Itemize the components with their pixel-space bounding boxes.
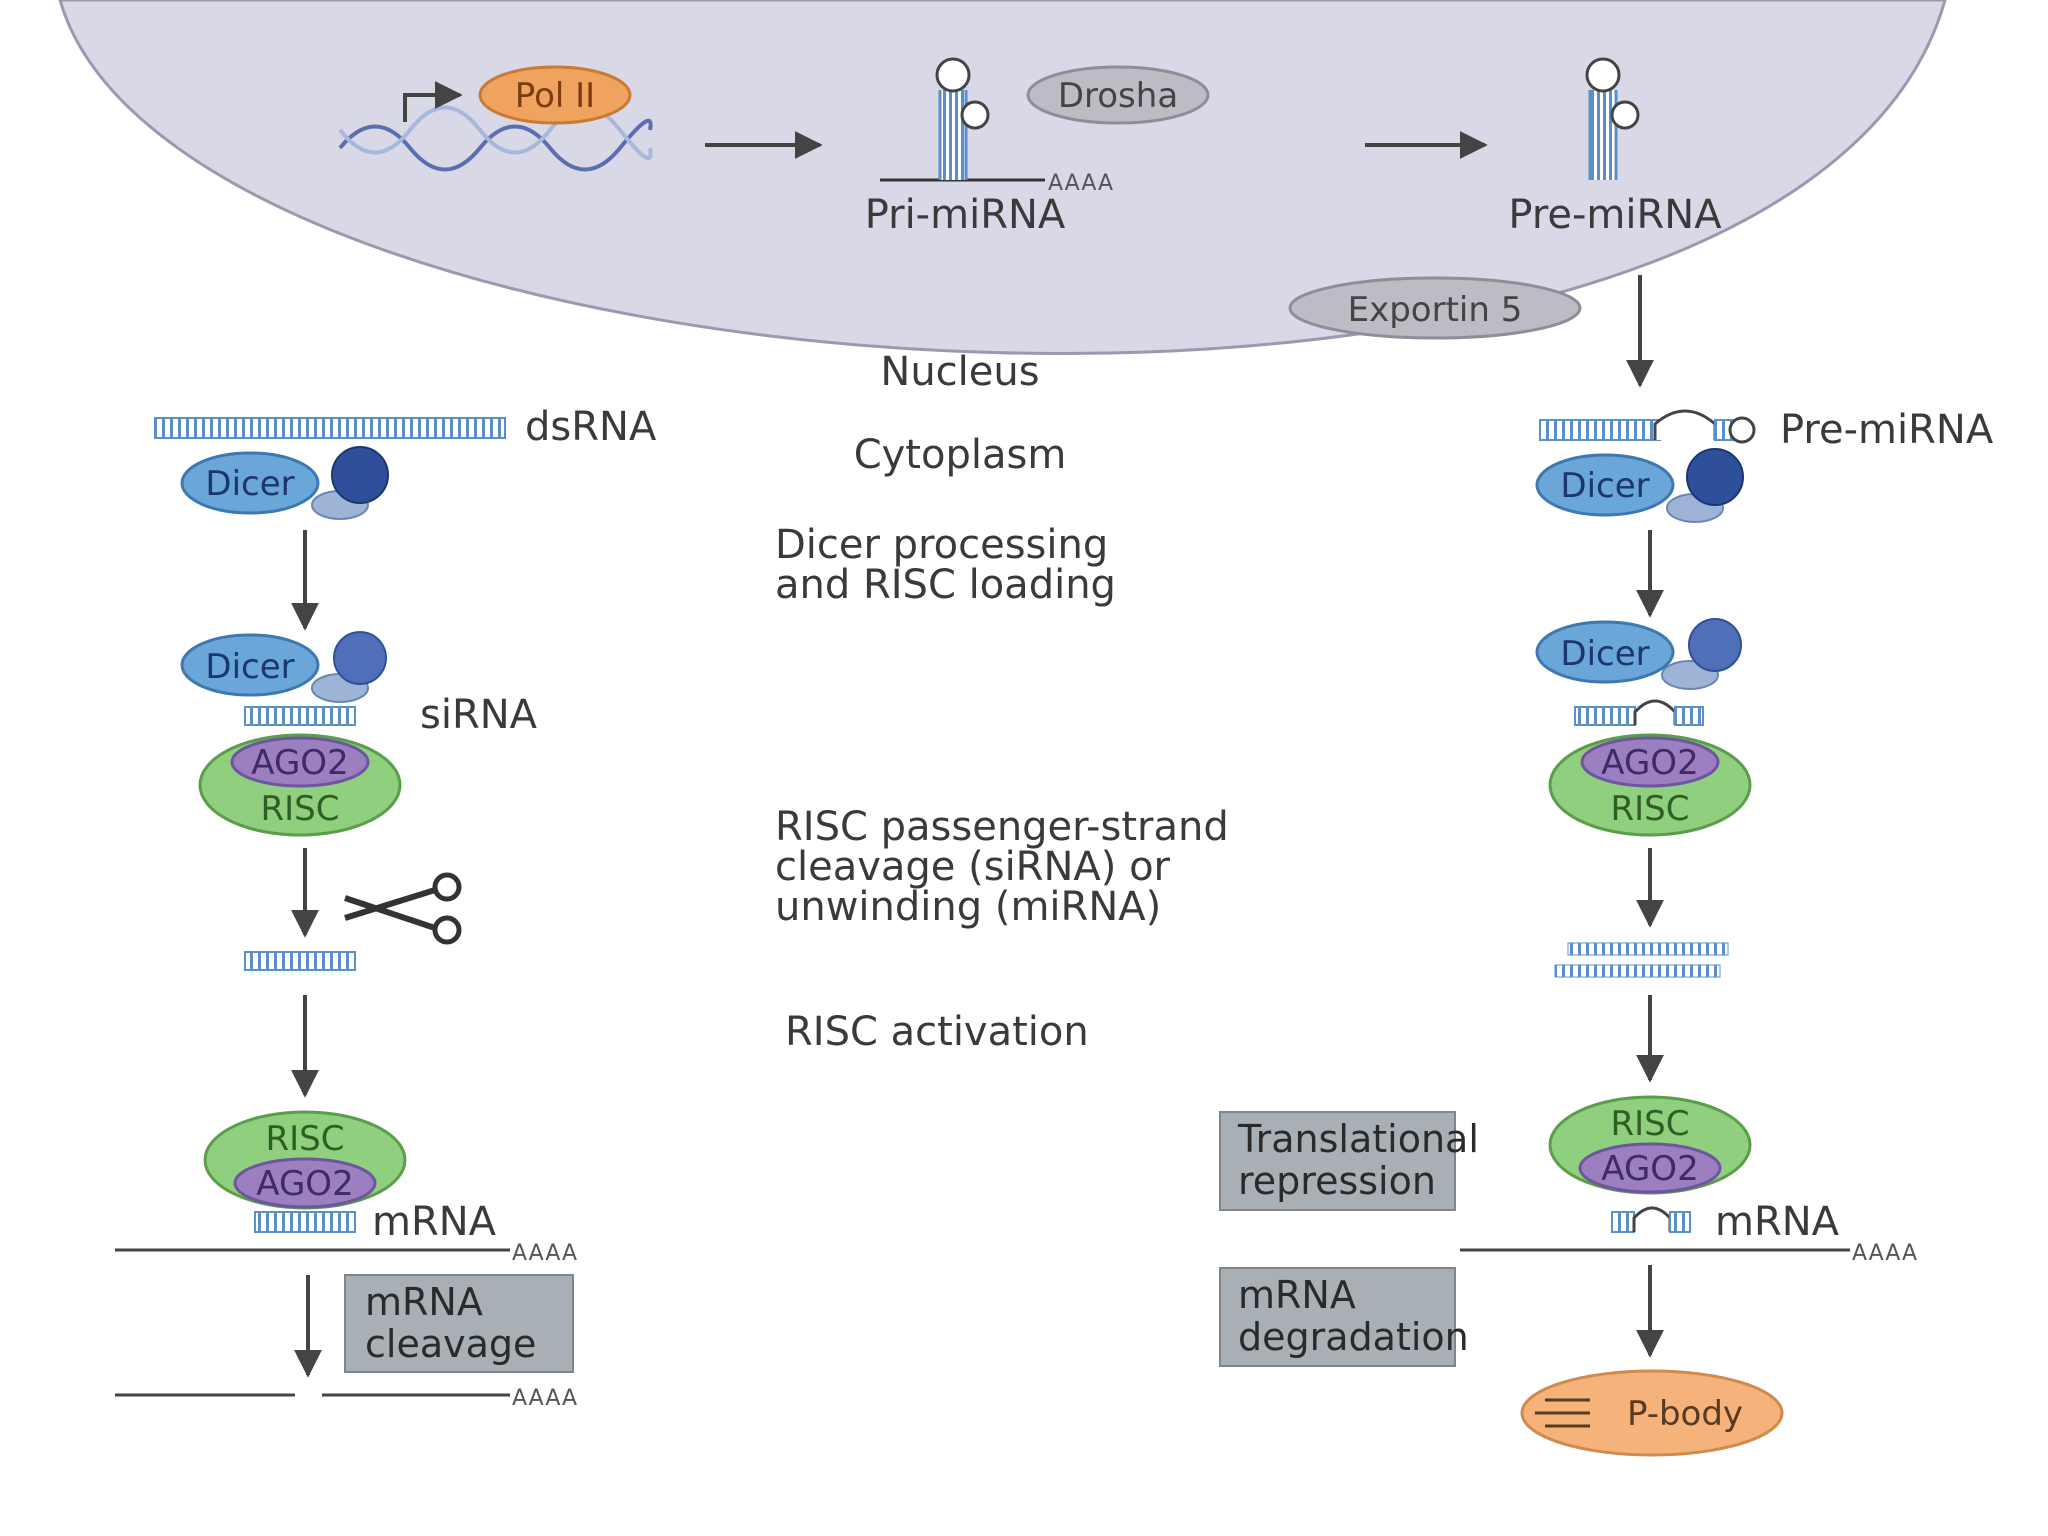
left-dicer-complex-2: Dicer — [180, 631, 387, 703]
right-mirna-duplex — [1574, 699, 1704, 726]
right-mrna-label: mRNA — [1715, 1199, 1840, 1245]
dna-helix — [338, 81, 653, 172]
right-dicer-label-1: Dicer — [1560, 466, 1649, 506]
pre-mirna-label-nucleus: Pre-miRNA — [1508, 192, 1722, 238]
left-sirna-duplex — [244, 706, 356, 726]
right-risc-label-1: RISC — [1611, 789, 1690, 829]
left-cleaved-poly-a: AAAA — [512, 1386, 578, 1411]
cytoplasm-label: Cytoplasm — [854, 432, 1067, 478]
pri-mirna-poly-a: AAAA — [1048, 171, 1114, 196]
pri-mirna-hairpin — [880, 57, 1045, 182]
left-dicer-label-2: Dicer — [205, 647, 294, 687]
left-risc-loaded: AGO2 RISC — [198, 733, 402, 837]
right-ago2-label-1: AGO2 — [1601, 743, 1698, 783]
pol-ii-label: Pol II — [515, 76, 595, 116]
svg-text:mRNA cleavage: mRNA cleavage — [365, 1280, 536, 1366]
right-risc-loaded: AGO2 RISC — [1548, 733, 1752, 837]
left-risc-active: RISC AGO2 — [203, 1110, 407, 1210]
left-sirna-label: siRNA — [420, 692, 538, 738]
exportin-5-label: Exportin 5 — [1348, 290, 1523, 330]
left-risc-label-2: RISC — [266, 1119, 345, 1159]
left-ago2-label-1: AGO2 — [251, 743, 348, 783]
pri-mirna-label: Pri-miRNA — [865, 192, 1066, 238]
left-dicer-label-1: Dicer — [205, 464, 294, 504]
scissors-icon — [344, 872, 462, 945]
nucleus-membrane — [58, 0, 1947, 355]
right-unwound-strands — [1554, 942, 1729, 978]
right-pre-mirna-label: Pre-miRNA — [1780, 407, 1994, 453]
svg-text:mRNA degradation: mRNA degradation — [1238, 1273, 1469, 1359]
exportin-5: Exportin 5 — [1288, 276, 1582, 340]
left-dicer-complex-1: Dicer — [180, 446, 389, 520]
left-dsrna-duplex — [154, 417, 506, 439]
step-risc-passenger: RISC passenger-strand cleavage (siRNA) o… — [775, 804, 1241, 930]
translational-repression-box: Translational repression — [1219, 1111, 1491, 1211]
left-dsrna-label: dsRNA — [525, 404, 657, 450]
mrna-cleavage-box: mRNA cleavage — [344, 1274, 574, 1373]
right-ago2-label-2: AGO2 — [1601, 1149, 1698, 1189]
left-ago2-label-2: AGO2 — [256, 1164, 353, 1204]
right-guide-on-mrna — [1611, 1206, 1691, 1233]
step-risc-activation: RISC activation — [785, 1009, 1089, 1055]
right-dicer-complex-2: Dicer — [1535, 618, 1742, 690]
mrna-degradation-box: mRNA degradation — [1219, 1267, 1469, 1367]
p-body: P-body — [1520, 1369, 1784, 1457]
left-risc-label-1: RISC — [261, 789, 340, 829]
pol-ii-enzyme: Pol II — [478, 65, 632, 125]
left-mrna-poly-a: AAAA — [512, 1241, 578, 1266]
svg-text:Translational repression: Translational repression — [1237, 1117, 1491, 1203]
right-dicer-complex-1: Dicer — [1535, 448, 1744, 523]
left-guide-on-mrna — [254, 1211, 356, 1233]
right-pre-mirna-cytoplasm — [1539, 409, 1756, 444]
right-dicer-label-2: Dicer — [1560, 634, 1649, 674]
p-body-label: P-body — [1627, 1394, 1743, 1434]
left-guide-strand — [244, 951, 356, 971]
nucleus-label: Nucleus — [880, 349, 1039, 395]
left-mrna-label: mRNA — [372, 1199, 497, 1245]
drosha-enzyme: Drosha — [1026, 65, 1210, 125]
step-dicer-processing: Dicer processing and RISC loading — [775, 522, 1121, 608]
right-risc-active: RISC AGO2 — [1548, 1095, 1752, 1195]
right-mrna-poly-a: AAAA — [1852, 1241, 1918, 1266]
pre-mirna-hairpin-nucleus — [1585, 57, 1640, 180]
right-risc-label-2: RISC — [1611, 1104, 1690, 1144]
drosha-label: Drosha — [1058, 76, 1178, 116]
